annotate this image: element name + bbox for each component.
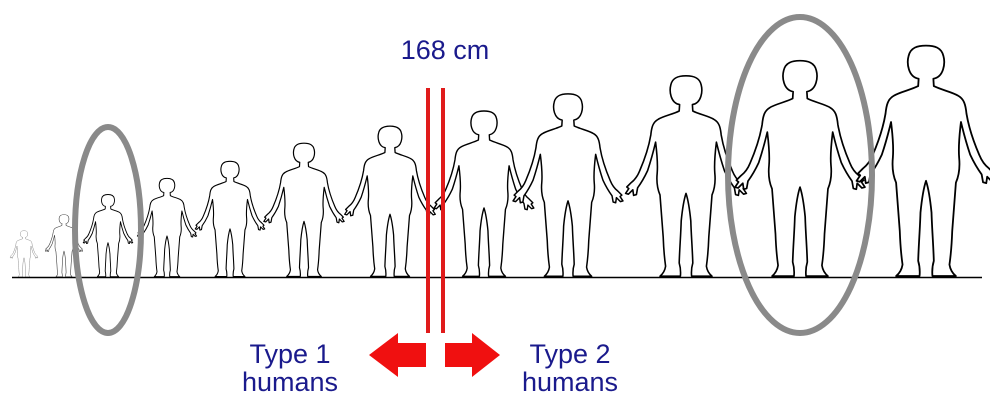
threshold-label: 168 cm [380, 36, 510, 64]
human-figure-5 [195, 161, 264, 276]
human-figures [10, 46, 990, 277]
type1-label-line1: Type 1 [220, 340, 360, 368]
human-figure-9 [513, 94, 623, 276]
type1-label: Type 1 humans [220, 340, 360, 397]
arrow-left-icon [369, 333, 426, 377]
human-figure-12 [857, 46, 990, 276]
arrow-right-icon [445, 333, 500, 377]
human-figure-11 [735, 61, 865, 276]
human-figure-7 [345, 126, 436, 276]
type2-label-line1: Type 2 [500, 340, 640, 368]
human-figure-3 [83, 195, 133, 277]
human-figure-4 [137, 178, 196, 276]
human-figure-6 [264, 143, 344, 276]
type1-label-line2: humans [220, 368, 360, 396]
type2-label: Type 2 humans [500, 340, 640, 397]
human-figure-1 [10, 231, 38, 277]
type2-label-line2: humans [500, 368, 640, 396]
